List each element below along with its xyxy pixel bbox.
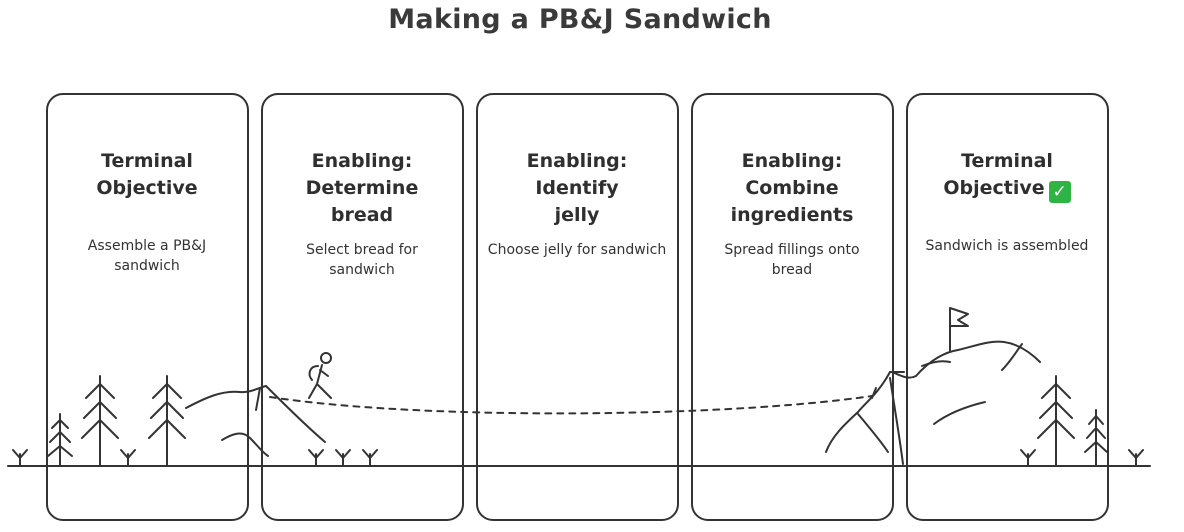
stage-card-objective-complete: Terminal Objective✓ Sandwich is assemble… bbox=[907, 94, 1107, 520]
stage-title: Enabling: Combine ingredients bbox=[730, 150, 854, 226]
stage-frame-5 bbox=[906, 93, 1109, 521]
stage-card-terminal-objective: Terminal Objective Assemble a PB&J sandw… bbox=[47, 94, 247, 520]
stage-title: Enabling: Identify jelly bbox=[526, 150, 628, 226]
stage-frame-3 bbox=[476, 93, 679, 521]
stage-description: Sandwich is assembled bbox=[925, 238, 1089, 254]
stage-card-combine-ingredients: Enabling: Combine ingredients Spread fil… bbox=[692, 94, 892, 520]
check-mark-icon: ✓ bbox=[1048, 181, 1071, 203]
grass-tuft-icon bbox=[308, 449, 324, 467]
stage-frame-4 bbox=[691, 93, 894, 521]
grass-tuft-icon bbox=[120, 449, 136, 467]
trail-path bbox=[269, 395, 873, 415]
pine-tree-icon bbox=[81, 375, 119, 467]
stage-card-identify-jelly: Enabling: Identify jelly Choose jelly fo… bbox=[477, 94, 677, 520]
stage-frame-1 bbox=[46, 93, 249, 521]
diagram-title: Making a PB&J Sandwich bbox=[388, 4, 772, 35]
grass-tuft-icon bbox=[1128, 449, 1144, 467]
stage-frame-2 bbox=[261, 93, 464, 521]
stage-description: Select bread for sandwich bbox=[306, 242, 418, 278]
grass-tuft-icon bbox=[362, 449, 378, 467]
flag-icon bbox=[949, 307, 969, 353]
stage-card-determine-bread: Enabling: Determine bread Select bread f… bbox=[262, 94, 462, 520]
pine-tree-icon bbox=[1037, 375, 1075, 467]
hiker-icon bbox=[308, 352, 332, 399]
stage-title: Terminal Objective✓ bbox=[907, 148, 1107, 203]
grass-tuft-icon bbox=[12, 449, 28, 467]
pine-tree-icon bbox=[1084, 409, 1108, 467]
stage-description: Assemble a PB&J sandwich bbox=[87, 238, 207, 274]
stage-description: Spread fillings onto bread bbox=[724, 242, 860, 278]
mountain-icon bbox=[825, 371, 905, 453]
stage-title: Enabling: Determine bread bbox=[305, 150, 419, 226]
stage-title: Terminal Objective bbox=[96, 150, 198, 199]
stage-description: Choose jelly for sandwich bbox=[487, 242, 667, 258]
grass-tuft-icon bbox=[1020, 449, 1036, 467]
pine-tree-icon bbox=[148, 375, 186, 467]
pine-tree-icon bbox=[47, 413, 73, 467]
mountain-icon bbox=[185, 385, 326, 457]
mountain-icon bbox=[889, 340, 1041, 465]
grass-tuft-icon bbox=[335, 449, 351, 467]
